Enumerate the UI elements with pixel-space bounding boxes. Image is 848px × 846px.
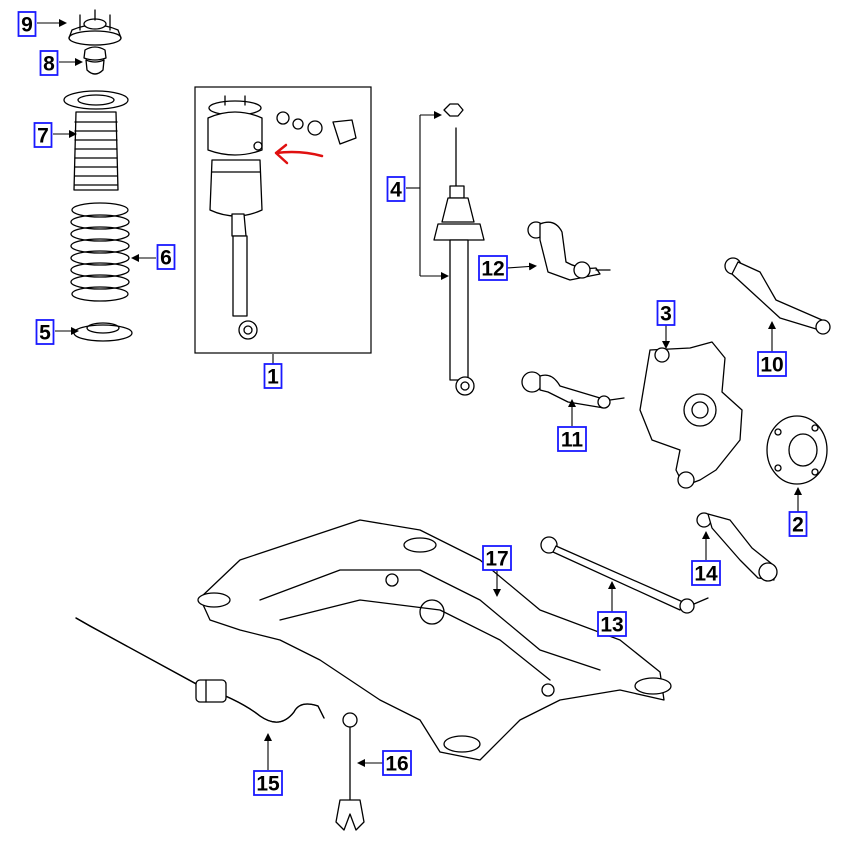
- callout-box: [691, 560, 721, 586]
- callout-number: 13: [600, 614, 623, 637]
- strut-mount-illustration: [68, 9, 122, 46]
- upper-control-arm-illustration: [527, 221, 611, 281]
- callout-number: 5: [39, 322, 51, 345]
- callout-number: 16: [385, 753, 408, 776]
- callout-17: 17: [482, 545, 512, 571]
- lower-arm-no11-illustration: [521, 371, 625, 409]
- callout-box: [253, 770, 283, 796]
- callout-3: 3: [656, 300, 676, 326]
- callout-number: 15: [256, 773, 280, 796]
- toe-control-arm-illustration: [696, 512, 778, 582]
- callout-box: [382, 750, 412, 776]
- lower-spring-seat-illustration: [73, 322, 133, 342]
- callout-number: 4: [390, 179, 402, 202]
- callout-box: [156, 244, 176, 270]
- callout-box: [482, 545, 512, 571]
- shock-absorber-illustration: [433, 103, 485, 396]
- callout-7: 7: [33, 122, 53, 148]
- callout-box: [788, 511, 808, 537]
- steering-knuckle-illustration: [639, 341, 743, 489]
- callout-box: [39, 50, 59, 76]
- callout-14: 14: [691, 560, 721, 586]
- lateral-rod-illustration: [540, 536, 709, 614]
- callout-9: 9: [17, 11, 37, 37]
- red-highlight-arrow: [274, 143, 324, 165]
- callout-box: [35, 319, 55, 345]
- rear-upper-arm-illustration: [724, 257, 831, 335]
- callout-8: 8: [39, 50, 59, 76]
- callout-box: [386, 176, 406, 202]
- callout-number: 6: [160, 247, 172, 270]
- part-1-detail-box: [194, 86, 372, 354]
- callout-15: 15: [253, 770, 283, 796]
- callout-box: [757, 351, 787, 377]
- callout-number: 17: [485, 548, 508, 571]
- callout-box: [656, 300, 676, 326]
- callout-box: [17, 11, 37, 37]
- callout-13: 13: [597, 611, 627, 637]
- callout-number: 9: [21, 14, 33, 37]
- callout-16: 16: [382, 750, 412, 776]
- callout-number: 11: [561, 429, 584, 452]
- callout-number: 10: [760, 354, 783, 377]
- callout-box: [263, 363, 283, 389]
- callout-number: 12: [481, 258, 504, 281]
- callout-number: 14: [694, 563, 718, 586]
- callout-box: [557, 426, 587, 452]
- callout-box: [597, 611, 627, 637]
- callout-12: 12: [478, 255, 508, 281]
- callout-6: 6: [156, 244, 176, 270]
- callout-1: 1: [263, 363, 283, 389]
- coil-spring-illustration: [70, 202, 130, 302]
- bump-stopper-illustration: [83, 46, 107, 75]
- hub-bearing-illustration: [766, 415, 828, 485]
- stabilizer-link-illustration: [335, 712, 365, 831]
- coil-spring-insulator-illustration: [63, 90, 129, 191]
- leader-lines: [37, 19, 802, 770]
- callout-number: 8: [43, 53, 55, 76]
- callout-10: 10: [757, 351, 787, 377]
- callout-box: [33, 122, 53, 148]
- air-suspension-strut-illustration: [207, 95, 357, 340]
- stabilizer-bar-illustration: [75, 617, 325, 723]
- callout-4: 4: [386, 176, 406, 202]
- callout-5: 5: [35, 319, 55, 345]
- callout-box: [478, 255, 508, 281]
- callout-number: 7: [37, 125, 49, 148]
- callout-11: 11: [557, 426, 587, 452]
- callout-number: 3: [660, 303, 672, 326]
- suspension-member-subframe-illustration: [197, 519, 672, 761]
- callout-2: 2: [788, 511, 808, 537]
- callout-number: 1: [267, 366, 279, 389]
- callout-number: 2: [792, 514, 804, 537]
